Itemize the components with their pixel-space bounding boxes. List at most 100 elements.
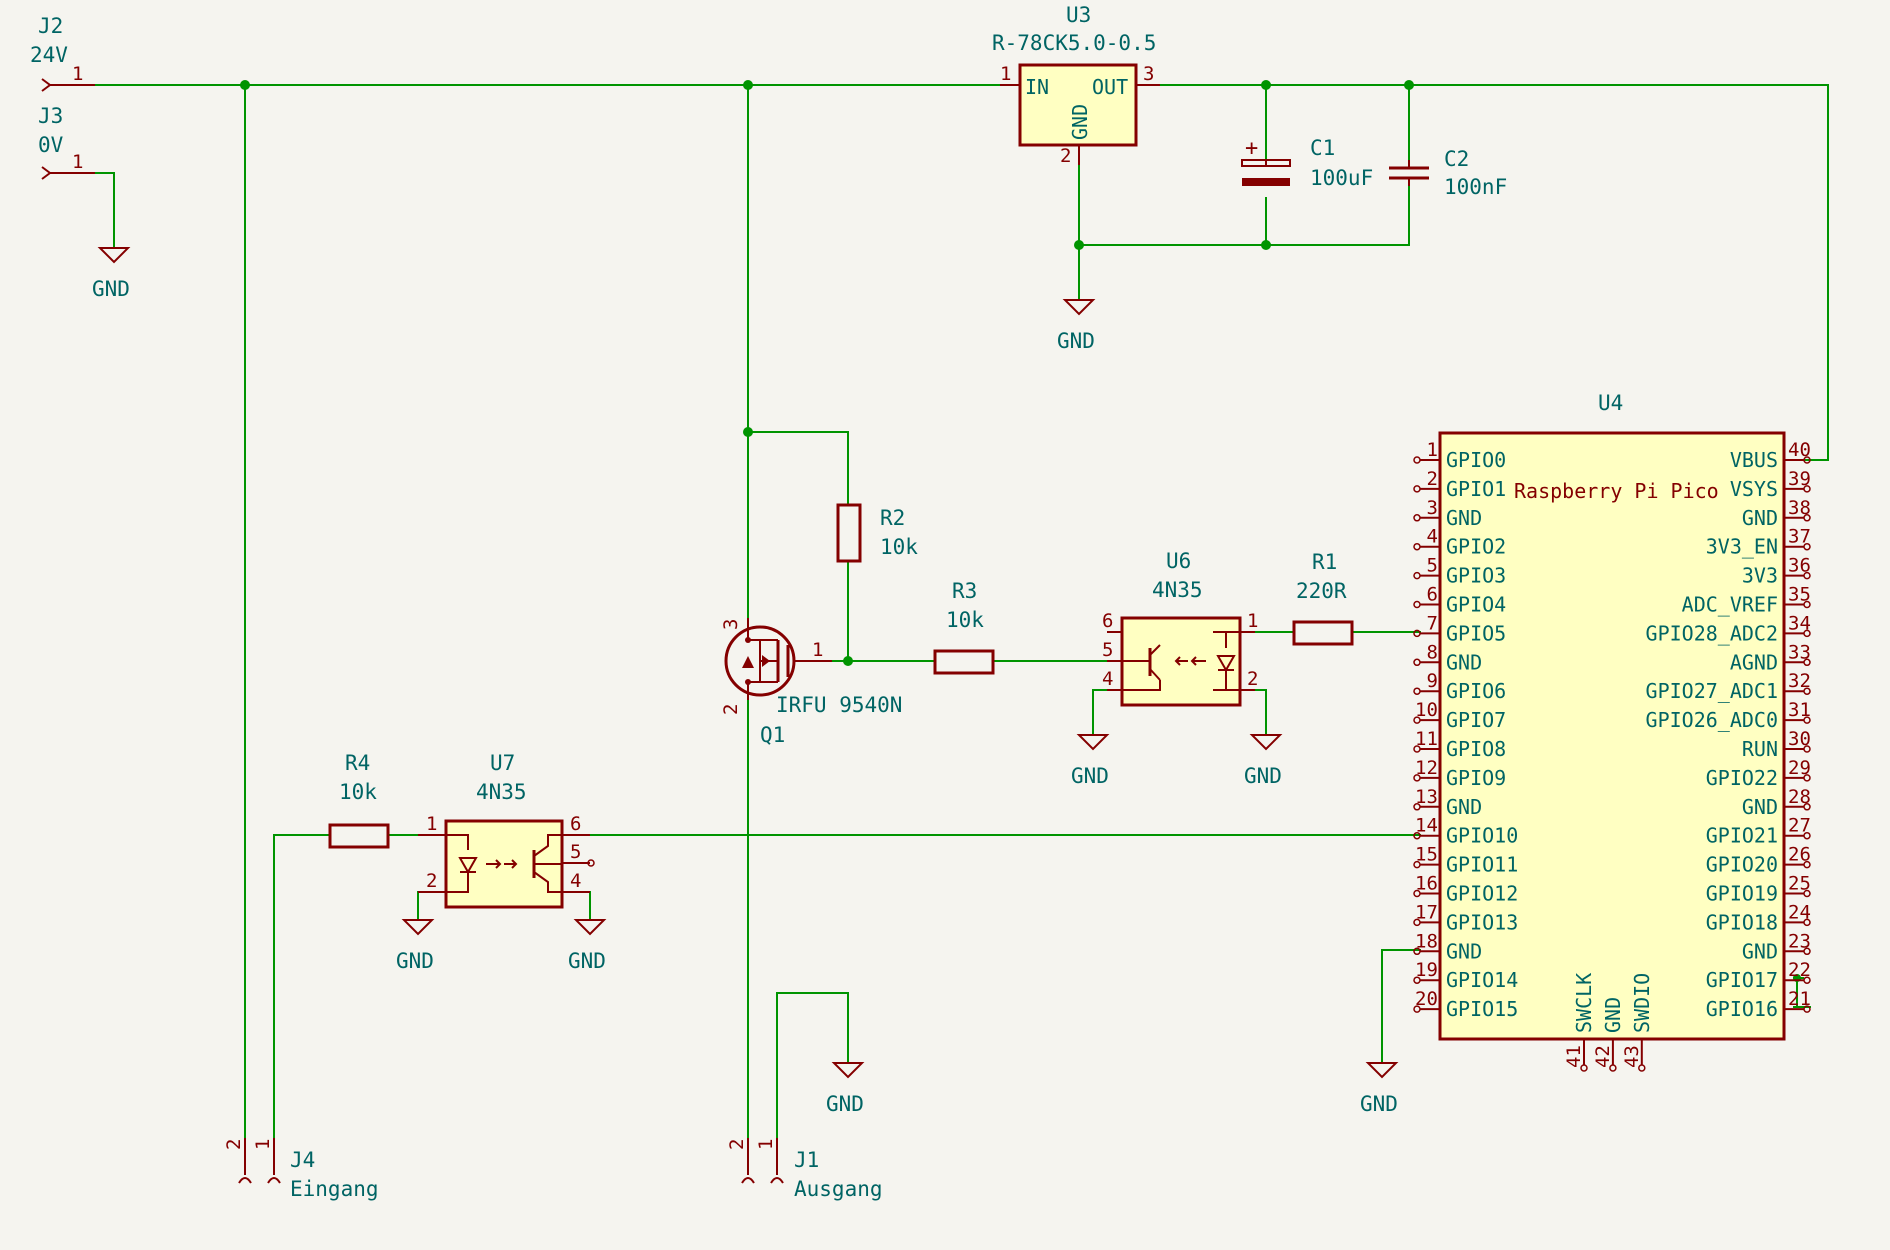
- resistor-r3[interactable]: R3 10k: [933, 579, 995, 675]
- gnd-symbol: GND: [92, 247, 131, 301]
- resistor-r1[interactable]: R1 220R: [1292, 550, 1354, 646]
- c1-ref: C1: [1310, 136, 1335, 160]
- u4-pin-name: GPIO13: [1446, 910, 1518, 934]
- u4-pin-number: 21: [1788, 988, 1811, 1010]
- u4-pin-name: GND: [1446, 506, 1482, 530]
- c2-value: 100nF: [1444, 175, 1507, 199]
- svg-text:GND: GND: [92, 277, 130, 301]
- j2-ref: J2: [38, 14, 63, 38]
- u4-pin-number: 2: [1427, 468, 1438, 490]
- capacitor-c1[interactable]: + C1 100uF: [1241, 136, 1373, 190]
- regulator-u3[interactable]: U3 R-78CK5.0-0.5 IN OUT GND 1 3 2: [992, 3, 1160, 167]
- u4-pin-number: 8: [1427, 641, 1438, 663]
- u3-value: R-78CK5.0-0.5: [992, 31, 1156, 55]
- u4-pin-name: GPIO21: [1706, 824, 1778, 848]
- u4-pin-name: AGND: [1730, 650, 1778, 674]
- optocoupler-u7[interactable]: 1 2 6 5 4 U7 4N35: [418, 751, 595, 909]
- u4-pin-name: 3V3_EN: [1706, 535, 1778, 559]
- u4-pin-name: GND: [1446, 939, 1482, 963]
- u4-pin-name: GPIO0: [1446, 448, 1506, 472]
- connector-j4[interactable]: 2 1 J4 Eingang: [223, 1138, 379, 1201]
- q1-pin1: 1: [812, 639, 823, 661]
- u4-pin-number: 6: [1427, 584, 1438, 606]
- mosfet-q1[interactable]: 3 2 1 IRFU 9540N Q1: [720, 618, 902, 747]
- u4-pin-name: GPIO18: [1706, 910, 1778, 934]
- connector-j1[interactable]: 2 1 J1 Ausgang: [726, 1138, 883, 1201]
- connector-j3[interactable]: J3 0V 1: [38, 104, 95, 180]
- svg-text:GND: GND: [1071, 764, 1109, 788]
- gnd-symbol: GND: [1057, 299, 1096, 353]
- j4-pin2: 2: [223, 1139, 245, 1150]
- u6-pin4: 4: [1102, 668, 1113, 690]
- u7-pin1: 1: [426, 813, 437, 835]
- u4-pin-name: GPIO9: [1446, 766, 1506, 790]
- gnd-symbol: GND: [396, 919, 435, 973]
- u7-ref: U7: [490, 751, 515, 775]
- resistor-r2[interactable]: R2 10k: [836, 503, 918, 563]
- r4-value: 10k: [339, 780, 377, 804]
- u3-pin-out: OUT: [1092, 75, 1128, 99]
- c1-plus: +: [1245, 136, 1258, 161]
- connector-j2[interactable]: J2 24V 1: [30, 14, 95, 92]
- j4-pin1: 1: [252, 1139, 274, 1150]
- u4-pin-name: 3V3: [1742, 564, 1778, 588]
- u4-pin-name: ADC_VREF: [1682, 593, 1778, 617]
- resistor-r4[interactable]: R4 10k: [328, 751, 390, 849]
- u4-pin-name: GND: [1742, 795, 1778, 819]
- optocoupler-u6[interactable]: 6 5 4 1 2 U6 4N35: [1102, 549, 1258, 707]
- gnd-symbol: GND: [1244, 734, 1283, 788]
- u4-pin-name: GPIO17: [1706, 968, 1778, 992]
- capacitor-c2[interactable]: C2 100nF: [1389, 147, 1507, 199]
- u4-pin-name: GPIO16: [1706, 997, 1778, 1021]
- u4-pin-21[interactable]: 21 GPIO16: [1706, 988, 1811, 1021]
- u4-pin-name: GND: [1742, 506, 1778, 530]
- u4-pin-name: GPIO19: [1706, 882, 1778, 906]
- u4-pin-number: 37: [1788, 526, 1811, 548]
- u4-pin-37[interactable]: 37 3V3_EN: [1706, 526, 1811, 559]
- j2-pin: 1: [72, 63, 83, 85]
